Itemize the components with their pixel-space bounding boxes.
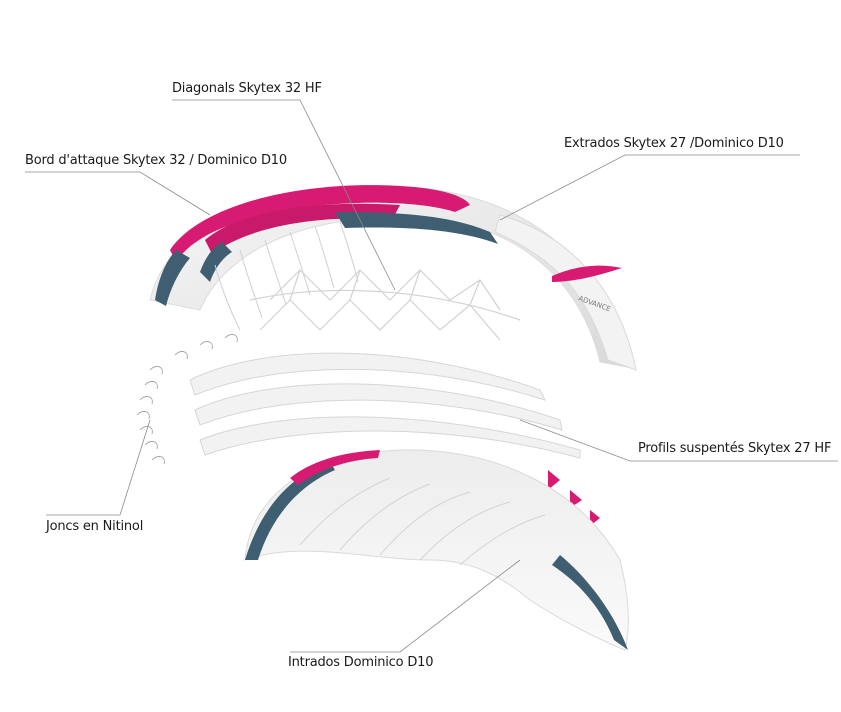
callout-nitinol-rods: Joncs en Nitinol xyxy=(46,519,144,534)
leader-lines xyxy=(25,99,838,653)
diagonals-lattice xyxy=(249,269,521,341)
callout-diagonals: Diagonals Skytex 32 HF xyxy=(172,81,322,96)
callout-suspended-profiles: Profils suspentés Skytex 27 HF xyxy=(638,441,832,456)
nitinol-rods xyxy=(136,334,238,465)
leading-edge-pink-band xyxy=(170,185,470,262)
suspended-profiles xyxy=(189,352,581,459)
callout-upper-surface: Extrados Skytex 27 /Dominico D10 xyxy=(564,136,784,151)
upper-surface-wing: ADVANCE xyxy=(149,185,637,371)
callout-leading-edge: Bord d'attaque Skytex 32 / Dominico D10 xyxy=(25,153,287,168)
leading-edge-blue-left xyxy=(155,250,190,306)
lower-surface-wing xyxy=(244,449,629,651)
callout-lower-surface: Intrados Dominico D10 xyxy=(288,655,434,670)
wingtip-pink-fin xyxy=(552,265,622,282)
leading-edge-blue-right xyxy=(335,212,498,244)
